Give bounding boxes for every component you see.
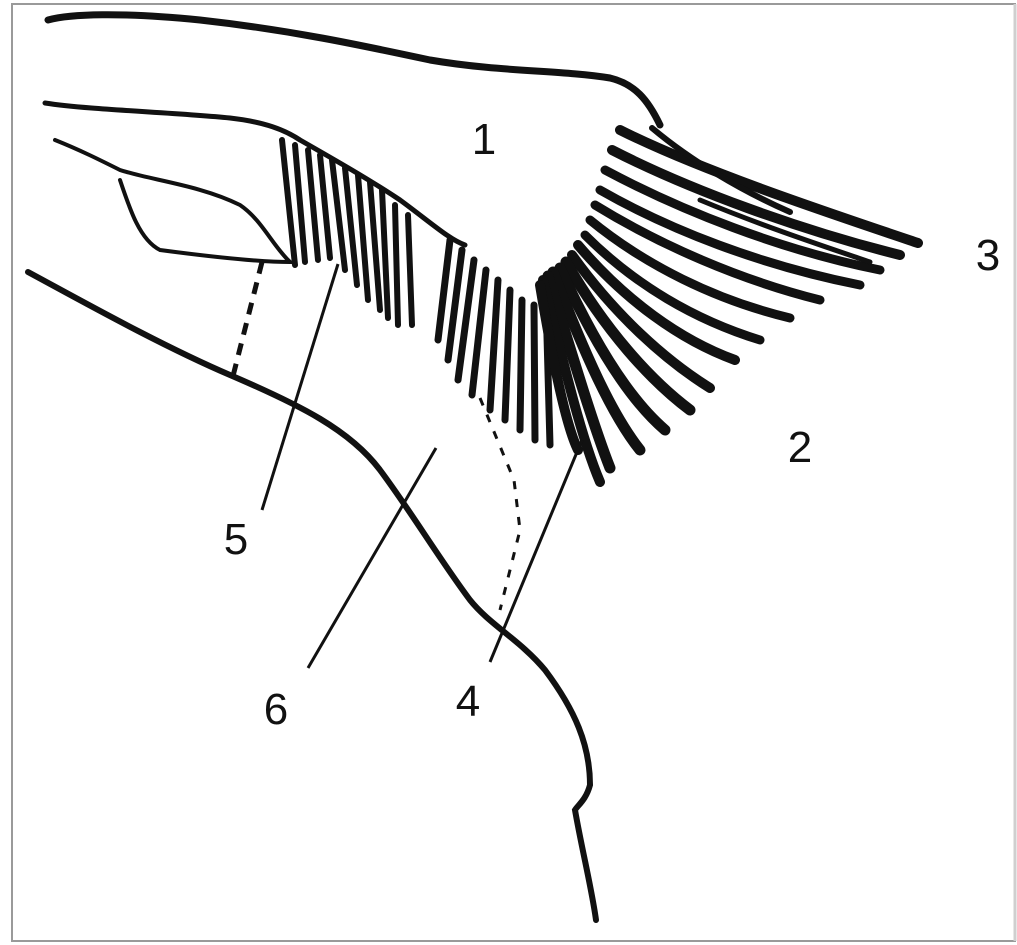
image-border [12,4,1015,941]
middle-contour [45,103,465,245]
label-1: 1 [472,118,496,162]
muscle-fibers-middle [438,240,550,445]
leader-line-4 [490,440,582,662]
label-4: 4 [456,680,480,724]
label-2: 2 [788,426,812,470]
leader-line-6 [308,448,436,668]
muscle-fibers-left [282,140,412,325]
label-3: 3 [976,234,1000,278]
upper-contour [48,15,660,125]
label-5: 5 [224,518,248,562]
leader-line-5 [262,264,338,510]
label-6: 6 [264,688,288,732]
dashed-line-left [232,262,262,380]
muscle-fibers-fan [540,128,918,482]
lower-contour [28,272,596,920]
oval-structure [55,140,290,262]
dashed-line-right [480,398,520,610]
